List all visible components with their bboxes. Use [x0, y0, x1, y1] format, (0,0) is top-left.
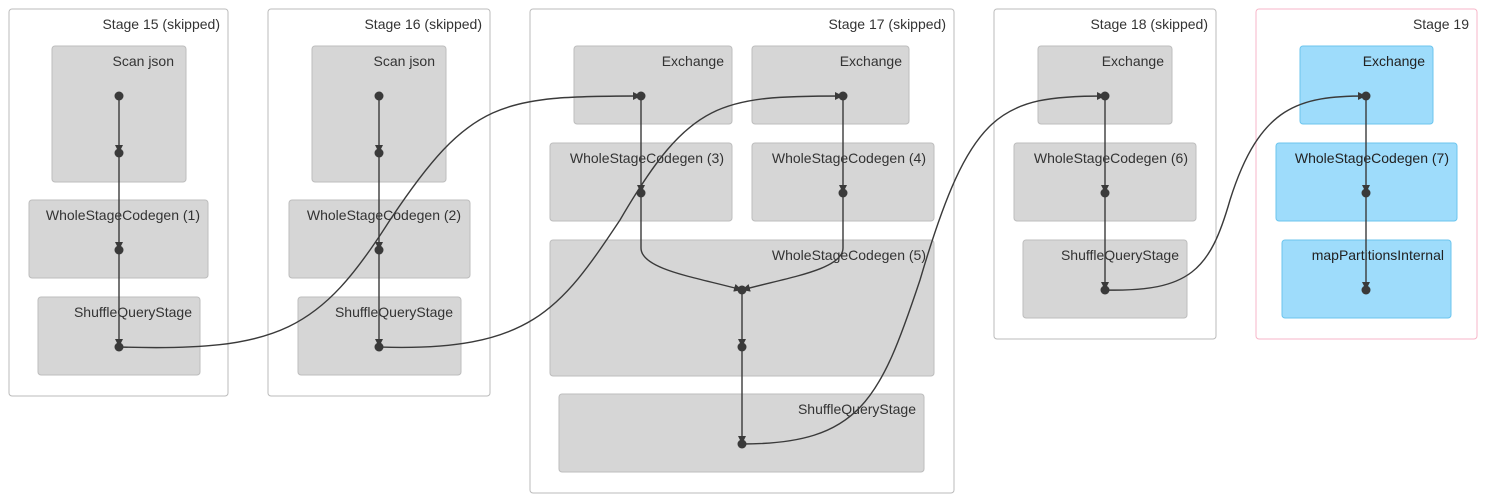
operator-exchange[interactable]: Exchange: [573, 45, 733, 125]
operator-label: WholeStageCodegen (2): [307, 207, 461, 223]
operator-label: ShuffleQueryStage: [74, 304, 192, 320]
edge: [1104, 92, 1367, 291]
edge-layer: [115, 92, 1370, 445]
operator-label: WholeStageCodegen (7): [1295, 150, 1449, 166]
node-dot[interactable]: [1361, 91, 1371, 101]
edge: [378, 92, 844, 349]
operator-label: ShuffleQueryStage: [1061, 247, 1179, 263]
node-dot[interactable]: [636, 91, 646, 101]
operator-exchange[interactable]: Exchange: [1037, 45, 1173, 125]
node-dot[interactable]: [1100, 188, 1110, 198]
edge: [118, 92, 642, 349]
node-dot[interactable]: [636, 188, 646, 198]
edge: [741, 92, 1106, 445]
node-dot[interactable]: [114, 148, 124, 158]
operator-label: WholeStageCodegen (5): [772, 247, 926, 263]
operator-label: ShuffleQueryStage: [798, 401, 916, 417]
stage-title: Stage 17 (skipped): [828, 16, 946, 32]
operator-label: Exchange: [840, 53, 902, 69]
operator-box: [751, 45, 910, 125]
node-dot[interactable]: [114, 245, 124, 255]
operator-label: WholeStageCodegen (4): [772, 150, 926, 166]
node-dot[interactable]: [374, 148, 384, 158]
node-dot[interactable]: [1100, 91, 1110, 101]
node-dot[interactable]: [114, 342, 124, 352]
node-dot[interactable]: [374, 91, 384, 101]
operator-label: Exchange: [1102, 53, 1164, 69]
operator-label: Scan json: [113, 53, 174, 69]
node-dot[interactable]: [1100, 285, 1110, 295]
operator-label: ShuffleQueryStage: [335, 304, 453, 320]
operator-label: Scan json: [374, 53, 435, 69]
node-dot[interactable]: [114, 91, 124, 101]
node-dot[interactable]: [374, 342, 384, 352]
operator-label: WholeStageCodegen (1): [46, 207, 200, 223]
stage-title: Stage 15 (skipped): [102, 16, 220, 32]
node-dot[interactable]: [1361, 285, 1371, 295]
operator-label: WholeStageCodegen (3): [570, 150, 724, 166]
node-dot[interactable]: [838, 188, 848, 198]
operator-exchange[interactable]: Exchange: [1299, 45, 1434, 125]
operator-label: mapPartitionsInternal: [1312, 247, 1444, 263]
operator-label: Exchange: [1363, 53, 1425, 69]
node-dot[interactable]: [838, 91, 848, 101]
operator-label: WholeStageCodegen (6): [1034, 150, 1188, 166]
node-dot-layer: [114, 91, 1371, 449]
node-dot[interactable]: [737, 342, 747, 352]
operator-box: [573, 45, 733, 125]
stage-title: Stage 16 (skipped): [364, 16, 482, 32]
edge: [640, 193, 743, 292]
operator-label: Exchange: [662, 53, 724, 69]
stage-title: Stage 19: [1413, 16, 1469, 32]
node-dot[interactable]: [737, 285, 747, 295]
stage-title: Stage 18 (skipped): [1090, 16, 1208, 32]
operator-exchange[interactable]: Exchange: [751, 45, 910, 125]
edge: [741, 193, 844, 292]
node-dot[interactable]: [374, 245, 384, 255]
node-dot[interactable]: [737, 439, 747, 449]
node-dot[interactable]: [1361, 188, 1371, 198]
